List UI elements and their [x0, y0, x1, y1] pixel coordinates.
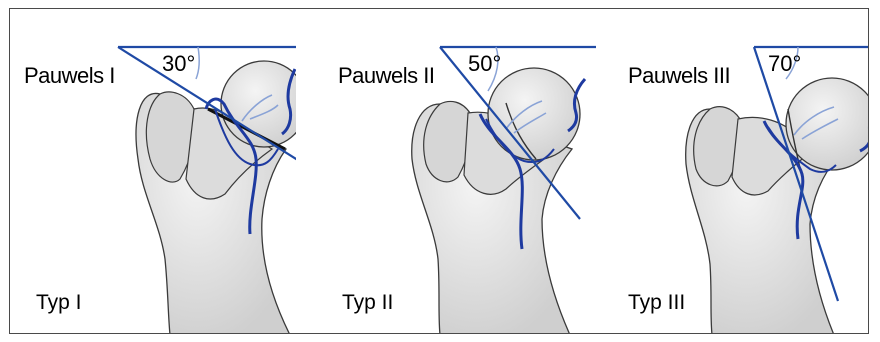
panel-3-type: Typ III — [628, 291, 685, 314]
panel-3-angle: 70° — [768, 51, 801, 76]
panel-pauwels-1: Pauwels I 30° Typ I — [10, 9, 296, 334]
figure-frame: Pauwels I 30° Typ I Pauwels II — [9, 8, 869, 334]
panel-2-title: Pauwels II — [338, 63, 435, 88]
femur-diagram-2: Pauwels II 50° Typ II — [310, 9, 596, 334]
panel-2-type: Typ II — [342, 291, 393, 314]
femur-diagram-3: Pauwels III 70° Typ III — [598, 9, 869, 334]
femoral-head — [488, 68, 580, 160]
panel-3-title: Pauwels III — [628, 63, 730, 88]
femur-diagram-1: Pauwels I 30° Typ I — [10, 9, 296, 334]
panel-pauwels-3: Pauwels III 70° Typ III — [598, 9, 869, 334]
panel-1-type: Typ I — [36, 291, 82, 314]
panel-1-title: Pauwels I — [24, 63, 115, 88]
panel-1-angle: 30° — [162, 51, 195, 76]
panel-2-angle: 50° — [468, 51, 501, 76]
angle-arc — [196, 47, 199, 79]
panel-pauwels-2: Pauwels II 50° Typ II — [310, 9, 596, 334]
